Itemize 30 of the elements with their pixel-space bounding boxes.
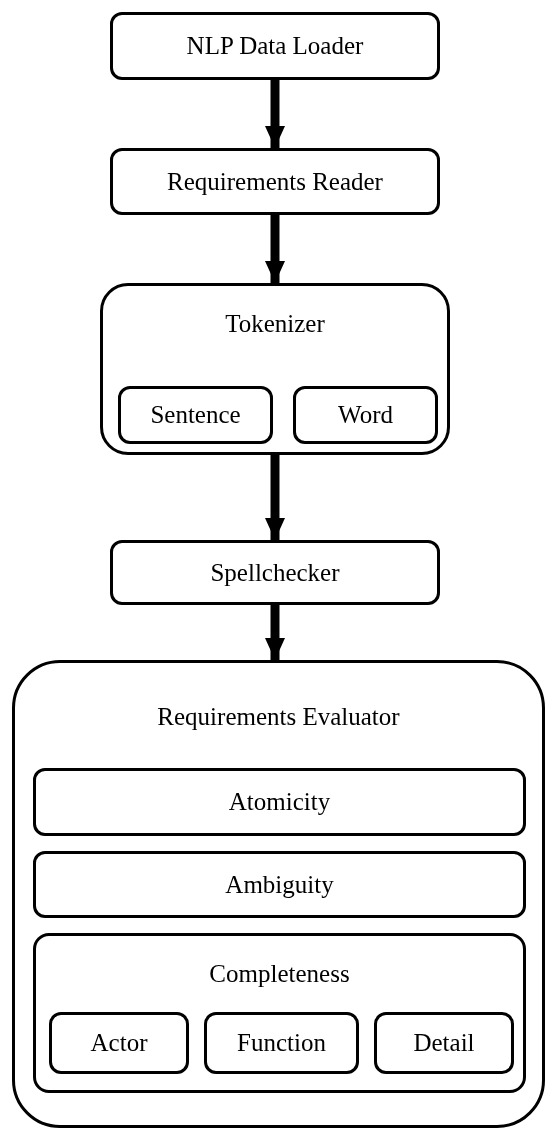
box-label: Ambiguity xyxy=(225,869,334,900)
process-box xyxy=(110,540,440,605)
box-label: Word xyxy=(338,400,393,431)
process-box xyxy=(49,1012,189,1074)
box-label: Function xyxy=(237,1028,326,1059)
arrow xyxy=(265,605,285,660)
arrow xyxy=(265,80,285,148)
box-label: Requirements Evaluator xyxy=(156,702,401,732)
box-label: NLP Data Loader xyxy=(186,31,364,62)
box-label: Actor xyxy=(90,1028,148,1059)
box-label: Sentence xyxy=(150,400,241,431)
process-box xyxy=(293,386,438,444)
process-box xyxy=(374,1012,514,1074)
process-box xyxy=(110,148,440,215)
arrow xyxy=(265,215,285,283)
box-label: Requirements Reader xyxy=(167,166,383,197)
box-label: Spellchecker xyxy=(210,557,340,588)
box-label: Tokenizer xyxy=(224,309,326,339)
process-box xyxy=(118,386,273,444)
process-box xyxy=(33,768,526,836)
group-box xyxy=(12,660,545,1128)
box-label: Detail xyxy=(413,1028,475,1059)
group-box xyxy=(33,933,526,1093)
box-label: Atomicity xyxy=(228,787,331,818)
arrow xyxy=(265,455,285,540)
box-label: Completeness xyxy=(208,959,351,989)
process-box xyxy=(204,1012,359,1074)
process-box xyxy=(33,851,526,918)
process-box xyxy=(110,12,440,80)
group-box xyxy=(100,283,450,455)
